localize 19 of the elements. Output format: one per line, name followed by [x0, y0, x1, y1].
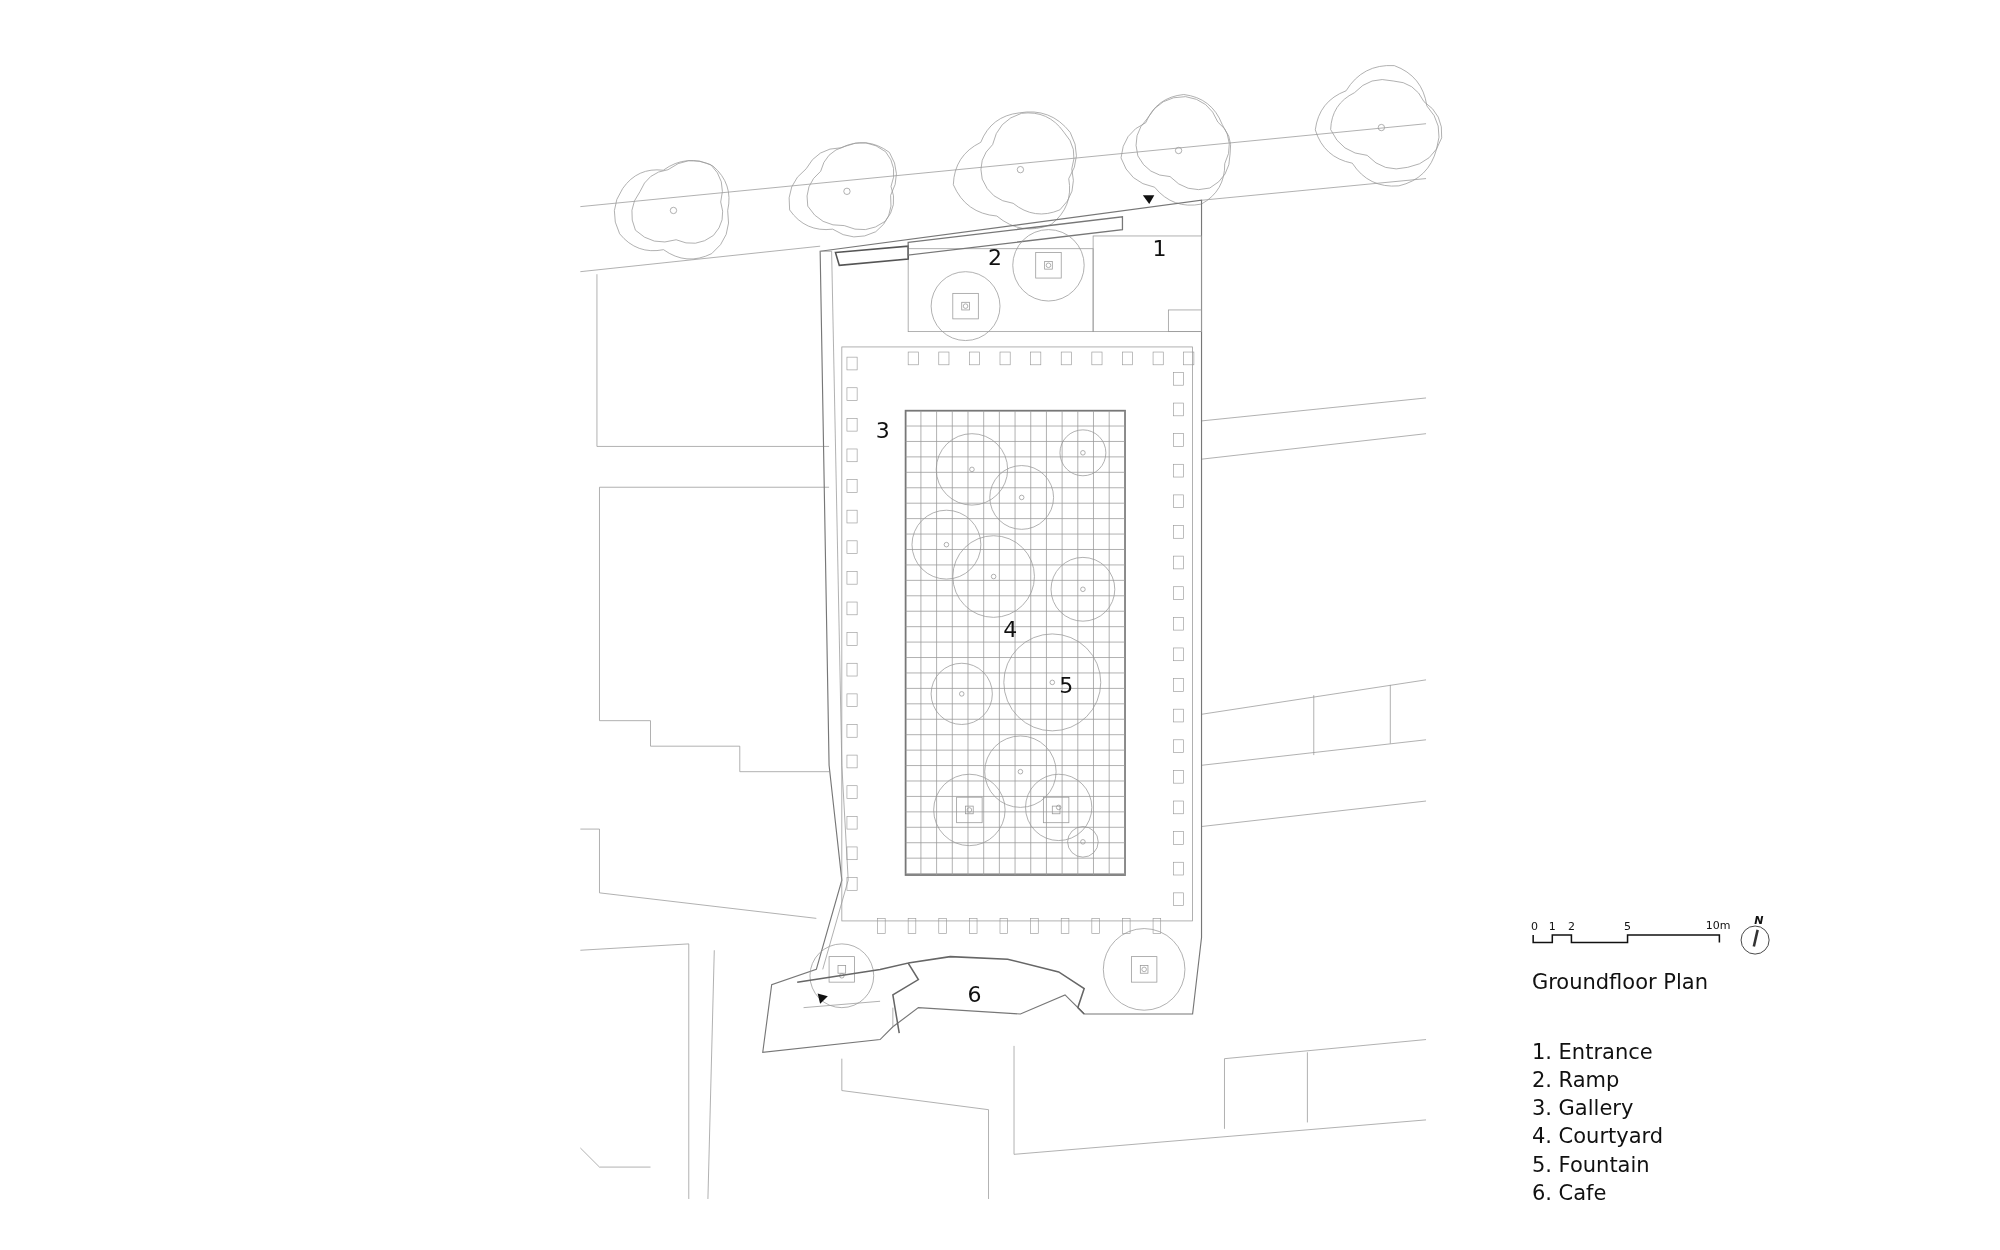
- key-item: 6. Cafe: [1531, 1182, 1607, 1204]
- key-item: 1. Entrance: [1531, 1041, 1653, 1063]
- callout-number: 4: [1003, 619, 1018, 642]
- callout-number: 5: [1059, 675, 1074, 698]
- scale-number: 0: [1530, 920, 1538, 932]
- scale-number: 1: [1548, 920, 1556, 932]
- key-item: 5. Fountain: [1531, 1154, 1650, 1176]
- callout-number: 1: [1152, 237, 1167, 260]
- scale-number: 10m: [1705, 919, 1731, 931]
- plan-title: Groundfloor Plan: [1531, 971, 1709, 993]
- scale-number: 2: [1567, 920, 1575, 932]
- callout-number: 3: [875, 420, 890, 443]
- key-item: 3. Gallery: [1531, 1097, 1634, 1119]
- key-item: 2. Ramp: [1531, 1069, 1620, 1091]
- scale-number: 5: [1624, 920, 1632, 932]
- callout-number: 6: [967, 983, 982, 1006]
- north-label: N: [1754, 914, 1764, 926]
- callout-number: 2: [987, 246, 1002, 269]
- key-item: 4. Courtyard: [1531, 1125, 1664, 1147]
